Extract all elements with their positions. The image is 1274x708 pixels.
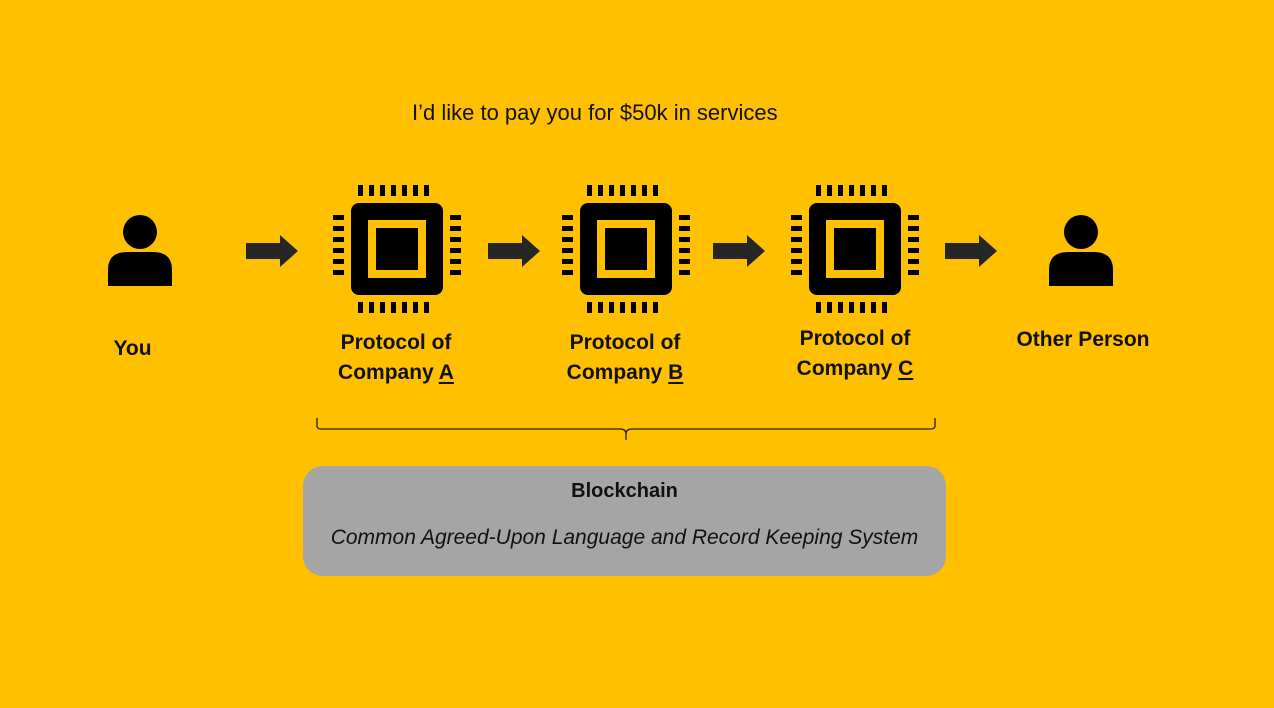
right-arrow-icon bbox=[713, 235, 765, 267]
you-person-icon bbox=[107, 214, 173, 286]
other-person-icon bbox=[1048, 214, 1114, 286]
protocol-a-label: Protocol of Company A bbox=[338, 331, 454, 384]
protocol-b-label: Protocol of Company B bbox=[566, 331, 684, 384]
right-arrow-icon bbox=[945, 235, 997, 267]
bracket-brace bbox=[316, 416, 936, 449]
other-person-label: Other Person bbox=[1016, 328, 1150, 351]
chip-icon bbox=[333, 185, 461, 313]
blockchain-subtitle: Common Agreed-Upon Language and Record K… bbox=[330, 526, 919, 549]
right-arrow-icon bbox=[246, 235, 298, 267]
you-label: You bbox=[113, 337, 152, 360]
payment-message: I’d like to pay you for $50k in services bbox=[412, 100, 778, 125]
blockchain-box: Blockchain Common Agreed-Upon Language a… bbox=[303, 466, 946, 576]
protocol-c-label: Protocol of Company C bbox=[796, 327, 914, 380]
right-arrow-icon bbox=[488, 235, 540, 267]
chip-icon bbox=[562, 185, 690, 313]
chip-icon bbox=[791, 185, 919, 313]
blockchain-title: Blockchain bbox=[571, 480, 678, 502]
